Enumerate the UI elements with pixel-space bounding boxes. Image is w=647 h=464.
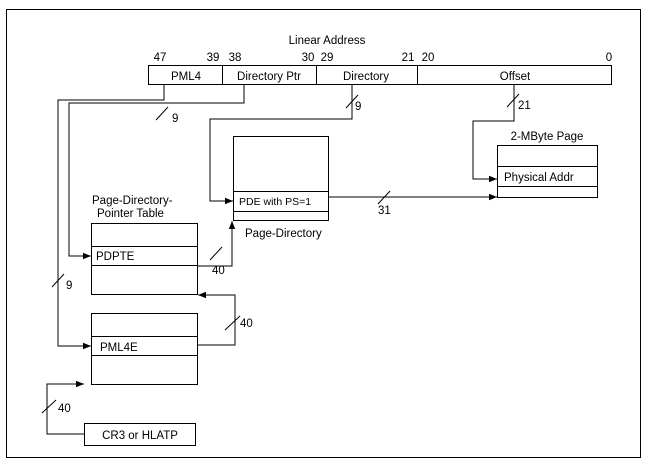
diagram-frame: [6, 9, 641, 458]
pdpte-address-arrow: [197, 221, 236, 267]
pdpt-title-line1: Page-Directory-: [92, 195, 173, 207]
page-directory-caption: Page-Directory: [245, 228, 322, 240]
bit-47: 47: [154, 52, 167, 64]
bit-29: 29: [321, 52, 334, 64]
page-title: 2-MByte Page: [511, 131, 584, 143]
pde-entry-label: PDE with PS=1: [239, 196, 311, 208]
linear-address-bar: [148, 65, 612, 85]
field-offset: Offset: [500, 71, 531, 83]
cr3-label: CR3 or HLATP: [102, 430, 178, 442]
dir-index-width: 9: [355, 101, 361, 113]
pml4e-entry-label: PML4E: [100, 342, 138, 354]
linear-address-title: Linear Address: [289, 35, 366, 47]
bit-38: 38: [229, 52, 242, 64]
dirptr-index-arrow: [68, 84, 245, 260]
bit-30: 30: [302, 52, 315, 64]
pml4e-address-width: 40: [240, 318, 253, 330]
offset-width: 21: [518, 100, 531, 112]
bit-21: 21: [402, 52, 415, 64]
page-box: [497, 145, 598, 198]
pde-address-width: 31: [378, 205, 391, 217]
field-pml4: PML4: [171, 71, 202, 83]
dirptr-index-width: 9: [66, 280, 72, 292]
pml4-table-box: [91, 313, 198, 385]
pdpte-address-width: 40: [212, 265, 225, 277]
pml4-index-arrow: [57, 84, 165, 350]
field-directory: Directory: [343, 71, 389, 83]
bit-20: 20: [422, 52, 435, 64]
offset-arrow: [472, 84, 515, 183]
page-directory-box: [233, 136, 329, 221]
pml4-index-width: 9: [172, 113, 178, 125]
bit-39: 39: [207, 52, 220, 64]
pdpte-entry-label: PDPTE: [96, 251, 135, 263]
pdpt-title-line2: Pointer Table: [97, 208, 164, 220]
bit-0: 0: [606, 52, 612, 64]
page-entry-label: Physical Addr: [504, 172, 574, 184]
dir-index-arrow: [209, 84, 353, 205]
cr3-address-width: 40: [58, 403, 71, 415]
pml4e-address-arrow: [197, 291, 236, 346]
pdpt-box: [91, 223, 198, 295]
field-directory-ptr: Directory Ptr: [237, 71, 301, 83]
